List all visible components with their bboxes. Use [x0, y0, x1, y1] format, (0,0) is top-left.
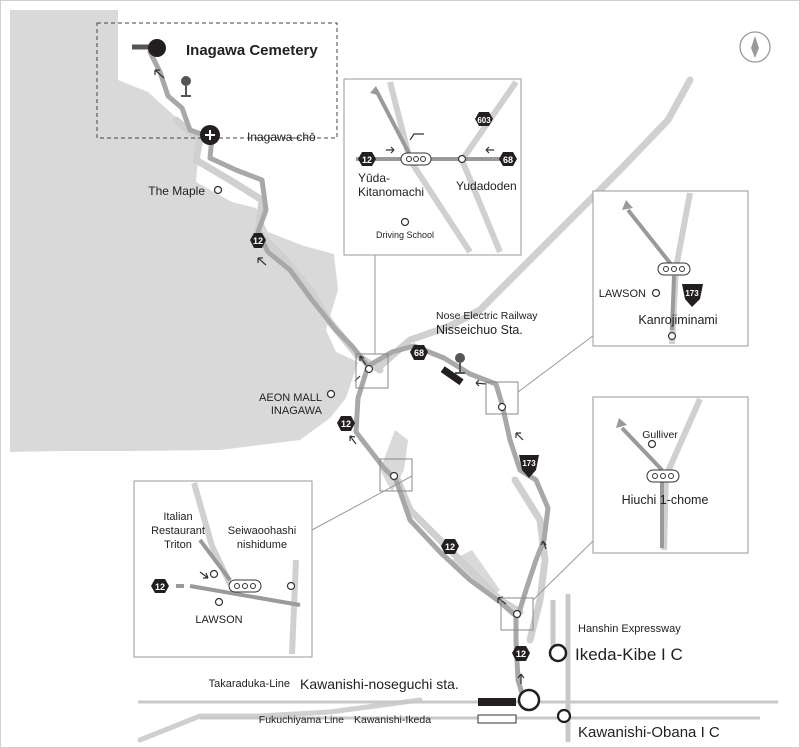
kawanishi-noseguchi-label: Kawanishi-noseguchi sta.	[300, 676, 459, 692]
cemetery-label: Inagawa Cemetery	[186, 42, 318, 59]
noseguchi-station-icon	[478, 698, 516, 706]
route-173-shield: 173	[519, 455, 539, 478]
yuda-route-603-shield: 603	[475, 112, 493, 126]
svg-text:12: 12	[155, 582, 165, 592]
ikeda-kibe-label: Ikeda-Kibe I C	[575, 645, 683, 664]
inagawa-cho-label: Inagawa-chō	[247, 130, 316, 144]
svg-text:Yūda-: Yūda-	[358, 171, 390, 185]
svg-text:Restaurant: Restaurant	[151, 525, 205, 537]
svg-text:Gulliver: Gulliver	[642, 429, 678, 441]
svg-text:68: 68	[414, 348, 424, 358]
inset-hiuchi: Gulliver Hiuchi 1-chome	[592, 396, 749, 554]
route-12-shield-mid: 12	[441, 539, 459, 554]
svg-text:Driving School: Driving School	[376, 230, 434, 240]
svg-text:68: 68	[503, 155, 513, 165]
svg-text:nishidume: nishidume	[237, 539, 287, 551]
route-12-shield-south: 12	[512, 646, 530, 661]
yuda-signal-icon	[400, 152, 432, 166]
nisseichuo-label: Nisseichuo Sta.	[436, 323, 523, 337]
svg-text:603: 603	[477, 116, 491, 125]
svg-text:Seiwaoohashi: Seiwaoohashi	[228, 525, 297, 537]
svg-text:12: 12	[341, 419, 351, 429]
nisseichuo-bus-icon	[455, 353, 465, 374]
nose-railway-label: Nose Electric Railway	[436, 310, 538, 322]
ikeda-kibe-ic-icon	[548, 643, 568, 663]
inset-seiwaoohashi: 12 Italian Restaurant Triton Seiwaoohash…	[133, 480, 313, 658]
bus-stop-icon	[181, 76, 191, 97]
svg-text:Italian: Italian	[163, 511, 192, 523]
cemetery-gate-icon	[200, 125, 220, 145]
aeon-label-2: INAGAWA	[271, 405, 323, 417]
svg-text:Hiuchi 1-chome: Hiuchi 1-chome	[622, 493, 709, 507]
svg-text:LAWSON: LAWSON	[195, 614, 242, 626]
svg-text:12: 12	[362, 155, 372, 165]
yuda-route-68-shield: 68	[499, 152, 517, 166]
route-12-shield-north: 12	[250, 233, 266, 248]
road-south-east	[511, 476, 549, 644]
inset-kanrojiminami: LAWSON 173 Kanrojiminami	[592, 190, 749, 347]
the-maple-label: The Maple	[148, 184, 205, 198]
yuda-route-12-shield: 12	[358, 152, 376, 166]
the-maple-marker	[213, 185, 223, 195]
svg-text:12: 12	[445, 542, 455, 552]
aeon-marker	[326, 389, 336, 399]
kawanishi-ikeda-station-icon	[477, 714, 517, 724]
noseguchi-station-circle	[517, 688, 541, 712]
fukuchiyama-line-label: Fukuchiyama Line	[259, 714, 344, 726]
junction-markers	[364, 364, 522, 619]
road-north-east	[374, 76, 694, 372]
road-southwest	[137, 697, 423, 743]
kawanishi-obana-ic-icon	[556, 708, 572, 724]
svg-text:Kitanomachi: Kitanomachi	[358, 185, 424, 199]
svg-text:LAWSON: LAWSON	[599, 288, 646, 300]
hanshin-expressway-label: Hanshin Expressway	[578, 623, 681, 635]
junction-boxes	[355, 353, 534, 631]
aeon-label-1: AEON MALL	[259, 392, 322, 404]
takaraduka-line-label: Takaraduka-Line	[209, 678, 290, 690]
svg-text:173: 173	[685, 289, 699, 298]
route-12-shield-aeon: 12	[337, 416, 355, 431]
cemetery-marker-icon	[148, 39, 166, 57]
route-68-shield: 68	[410, 345, 428, 360]
cemetery-detail-frame	[96, 22, 338, 139]
svg-text:Kanrojiminami: Kanrojiminami	[638, 313, 717, 327]
svg-text:173: 173	[522, 459, 536, 468]
compass-icon	[739, 31, 771, 63]
valley-patch	[380, 430, 408, 492]
inset-leader-lines	[311, 255, 595, 601]
inset-yuda: 12 68 603 Yūda- Kitanomachi Yudadoden Dr…	[343, 78, 522, 256]
svg-text:Triton: Triton	[164, 539, 192, 551]
kawanishi-obana-label: Kawanishi-Obana I C	[578, 724, 720, 741]
svg-text:Yudadoden: Yudadoden	[456, 179, 517, 193]
kawanishi-ikeda-label: Kawanishi-Ikeda	[354, 714, 431, 726]
svg-text:12: 12	[516, 649, 526, 659]
nisseichuo-station-icon	[440, 366, 464, 386]
svg-text:12: 12	[253, 236, 263, 246]
